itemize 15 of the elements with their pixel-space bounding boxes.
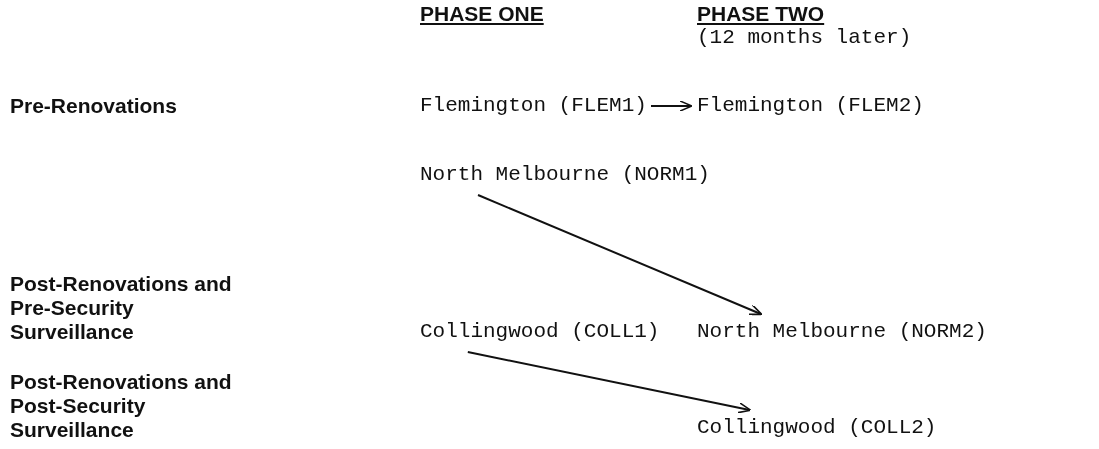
arrow xyxy=(477,194,763,316)
site-label: North Melbourne (NORM1) xyxy=(420,163,710,187)
arrow xyxy=(650,100,693,112)
site-label: Flemington (FLEM2) xyxy=(697,94,924,118)
site-label: North Melbourne (NORM2) xyxy=(697,320,987,344)
site-label: Collingwood (COLL2) xyxy=(697,416,937,440)
column-heading: PHASE ONE xyxy=(420,2,544,26)
site-label: Flemington (FLEM1) xyxy=(420,94,647,118)
row-label: Pre-Renovations xyxy=(10,94,178,118)
site-label: Collingwood (COLL1) xyxy=(420,320,660,344)
arrow xyxy=(466,351,752,414)
column-note: (12 months later) xyxy=(697,26,912,50)
row-label: Post-Renovations and Pre-Security Surveillance xyxy=(10,272,233,344)
column-heading: PHASE TWO xyxy=(697,2,825,26)
row-label: Post-Renovations and Post-Security Surveillance xyxy=(10,370,233,442)
